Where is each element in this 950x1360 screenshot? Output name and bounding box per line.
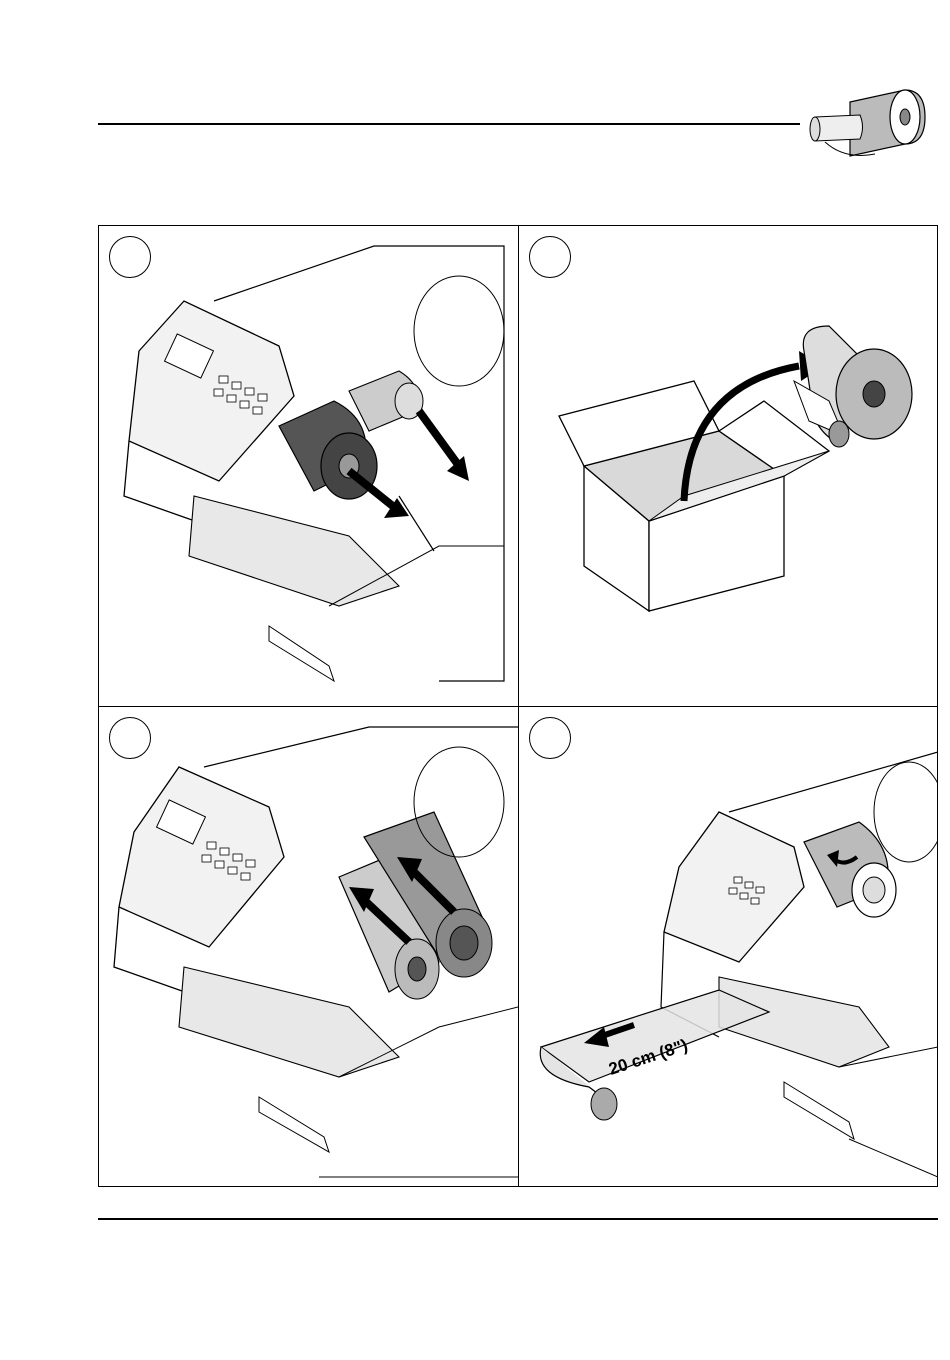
step-number-circle	[109, 236, 151, 278]
box-unpack-ribbon-icon	[519, 226, 938, 706]
panel-step-3	[99, 707, 519, 1187]
step-number-circle	[109, 717, 151, 759]
printer-insert-ribbon-icon	[99, 707, 518, 1187]
printer-pull-ribbon-icon: 20 cm (8")	[519, 707, 938, 1187]
panel-step-1	[99, 226, 519, 707]
panel-step-2	[519, 226, 938, 707]
ribbon-roll-icon	[805, 82, 940, 167]
step-number-circle	[529, 717, 571, 759]
header-rule	[98, 123, 800, 125]
printer-remove-ribbon-icon	[99, 226, 518, 706]
instruction-grid: 20 cm (8")	[98, 225, 938, 1187]
panel-step-4: 20 cm (8")	[519, 707, 938, 1187]
step-number-circle	[529, 236, 571, 278]
footer-rule	[98, 1218, 938, 1220]
